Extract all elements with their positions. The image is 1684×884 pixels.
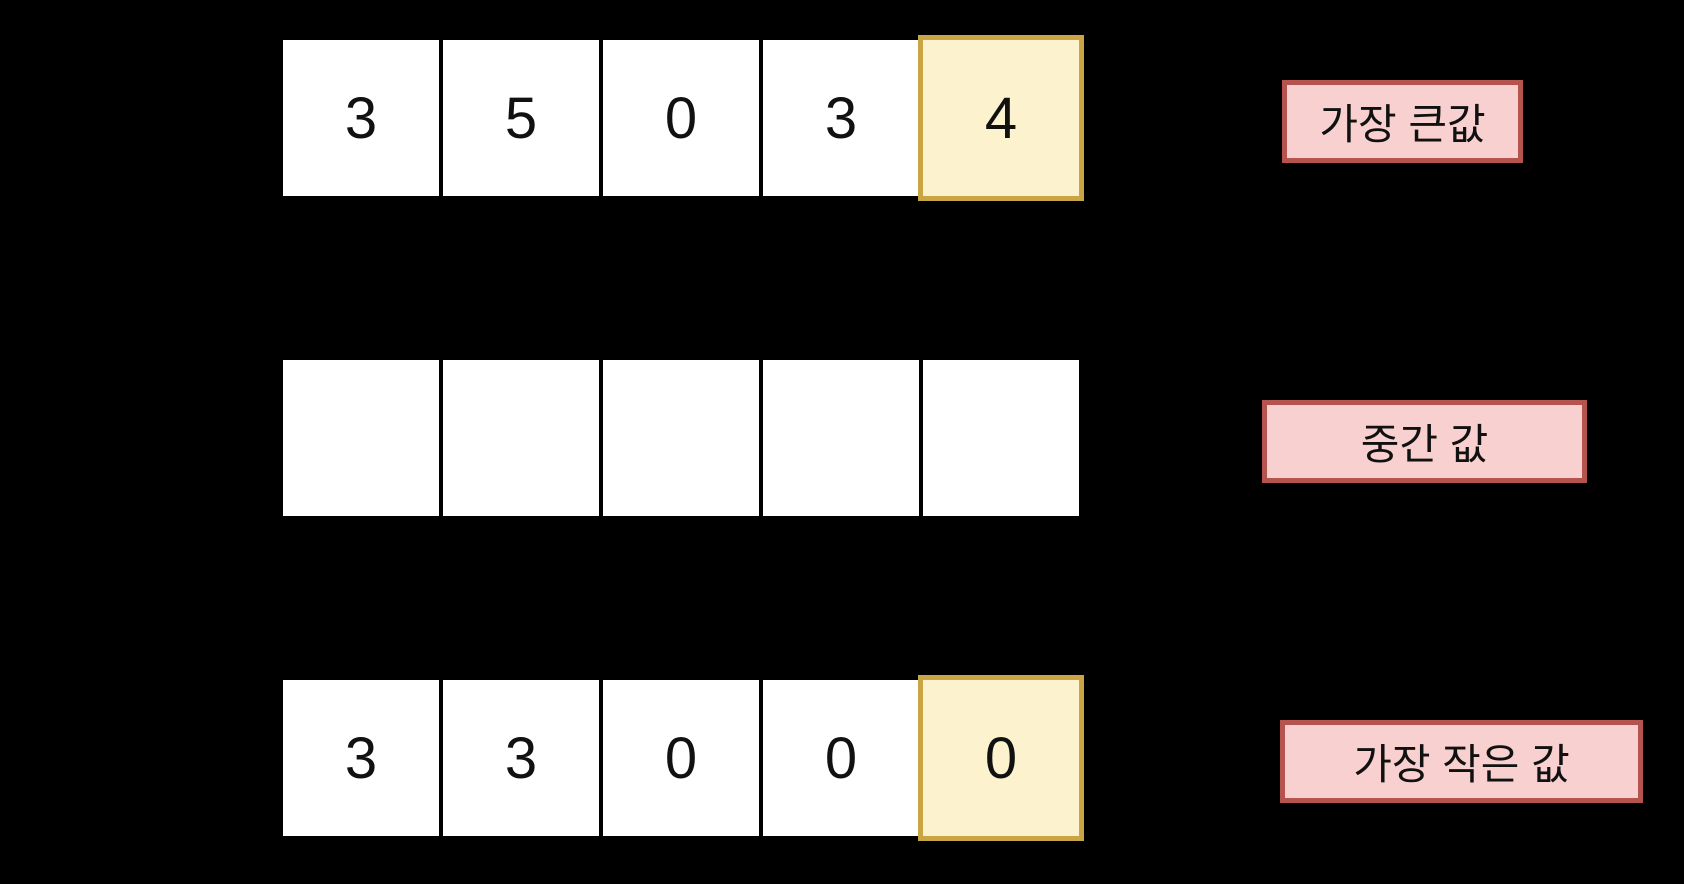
array-cell: 3: [283, 680, 439, 836]
array-cell-empty: [443, 360, 599, 516]
array-cell-highlighted: 4: [918, 35, 1084, 201]
array-cell: 5: [443, 40, 599, 196]
label-smallest-value: 가장 작은 값: [1280, 720, 1643, 803]
array-cell-empty: [763, 360, 919, 516]
array-row-middle: [283, 360, 1079, 516]
array-cell-highlighted: 0: [918, 675, 1084, 841]
array-cell: 0: [603, 680, 759, 836]
label-middle-value: 중간 값: [1262, 400, 1587, 483]
array-cell: 0: [763, 680, 919, 836]
array-cell: 0: [603, 40, 759, 196]
array-cell: 3: [443, 680, 599, 836]
array-cell-empty: [603, 360, 759, 516]
array-row-smallest: 3 3 0 0 0: [283, 675, 1084, 841]
array-cell: 3: [763, 40, 919, 196]
label-largest-value: 가장 큰값: [1282, 80, 1523, 163]
array-cell-empty: [283, 360, 439, 516]
array-cell: 3: [283, 40, 439, 196]
array-row-largest: 3 5 0 3 4: [283, 35, 1084, 201]
array-cell-empty: [923, 360, 1079, 516]
